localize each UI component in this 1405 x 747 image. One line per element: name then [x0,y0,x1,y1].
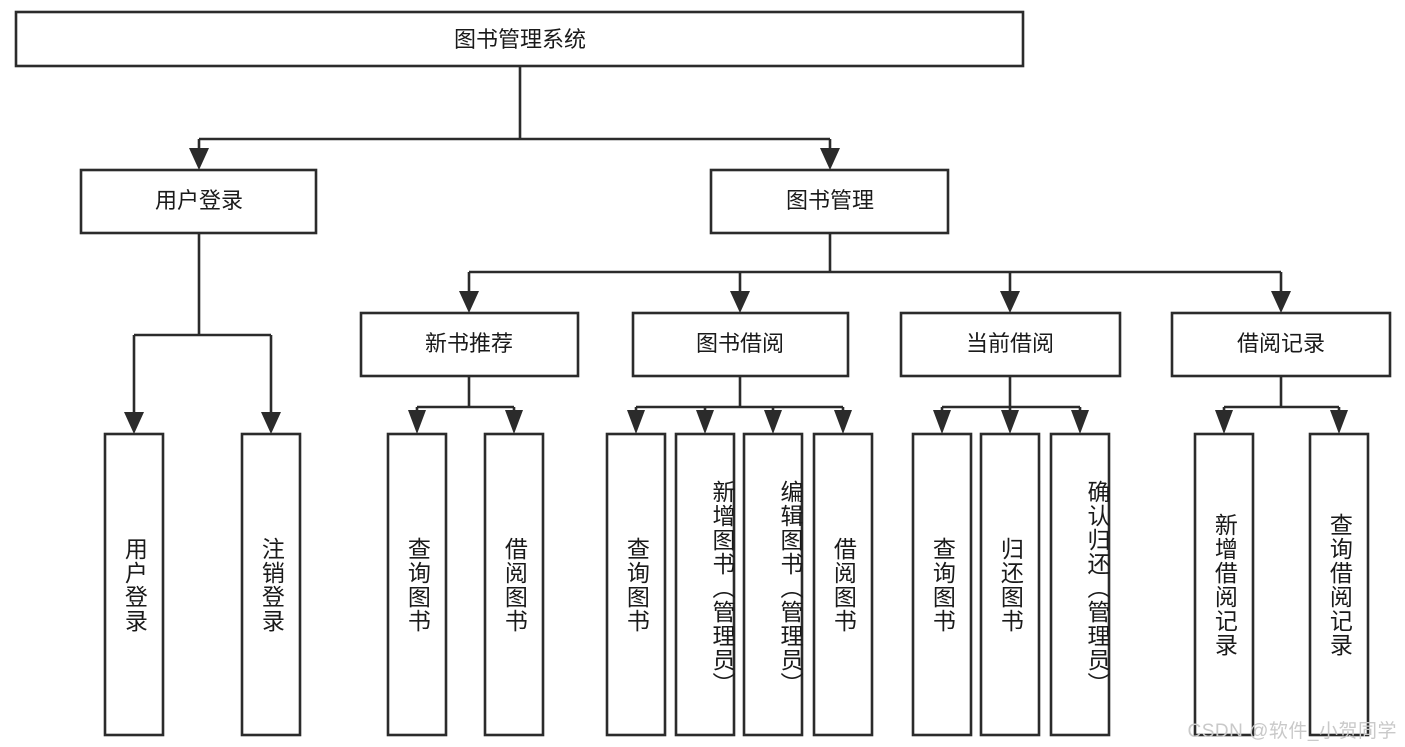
node-leaf-query-book-1-box[interactable] [386,432,448,737]
arrowhead-leaf-borrow-book-1 [505,410,523,434]
arrowhead-borrow-record [1271,291,1291,313]
arrowhead-user-login [189,148,209,170]
node-leaf-user-login-box[interactable] [103,432,165,737]
arrowhead-leaf-query-book-3 [933,410,951,434]
node-user-login-label: 用户登录 [155,188,243,213]
node-leaf-confirm-return-box[interactable] [1049,432,1111,737]
node-book-borrow-box[interactable] [631,311,850,378]
arrowhead-new-book-recommend [459,291,479,313]
arrowhead-leaf-query-record [1330,410,1348,434]
node-leaf-add-book-box[interactable] [674,432,736,737]
connector-layer [124,66,1348,434]
node-leaf-logout-login-box[interactable] [240,432,302,737]
arrowhead-leaf-add-book [696,410,714,434]
node-book-borrow-label: 图书借阅 [696,331,784,356]
arrowhead-leaf-edit-book [764,410,782,434]
node-layer: 图书管理系统 用户登录 图书管理 新书推荐 图书借阅 当前借阅 借阅记录 [14,10,1392,737]
node-new-book-recommend-box[interactable] [359,311,580,378]
node-user-login-box[interactable] [79,168,318,235]
arrowhead-leaf-confirm-return [1071,410,1089,434]
arrowhead-leaf-add-record [1215,410,1233,434]
arrowhead-leaf-query-book-2 [627,410,645,434]
csdn-watermark: CSDN @软件_小贺同学 [1187,721,1397,742]
node-leaf-add-record-box[interactable] [1193,432,1255,737]
node-leaf-query-record-box[interactable] [1308,432,1370,737]
node-leaf-query-book-2-box[interactable] [605,432,667,737]
arrowhead-book-management [820,148,840,170]
node-book-management-box[interactable] [709,168,950,235]
node-leaf-return-book-box[interactable] [979,432,1041,737]
arrowhead-leaf-borrow-book-2 [834,410,852,434]
node-leaf-edit-book-box[interactable] [742,432,804,737]
node-book-management-label: 图书管理 [786,188,874,213]
node-leaf-borrow-book-1-box[interactable] [483,432,545,737]
arrowhead-leaf-return-book [1001,410,1019,434]
node-title-label: 图书管理系统 [454,27,586,52]
arrowhead-leaf-logout-login [261,412,281,434]
node-leaf-borrow-book-2-box[interactable] [812,432,874,737]
node-leaf-query-book-3-box[interactable] [911,432,973,737]
arrowhead-leaf-user-login [124,412,144,434]
node-borrow-record-box[interactable] [1170,311,1392,378]
node-current-borrow-box[interactable] [899,311,1122,378]
arrowhead-current-borrow [1000,291,1020,313]
arrowhead-leaf-query-book-1 [408,410,426,434]
arrowhead-book-borrow [730,291,750,313]
node-current-borrow-label: 当前借阅 [966,331,1054,356]
node-new-book-recommend-label: 新书推荐 [425,331,513,356]
node-borrow-record-label: 借阅记录 [1237,331,1325,356]
node-title-box[interactable] [14,10,1025,68]
